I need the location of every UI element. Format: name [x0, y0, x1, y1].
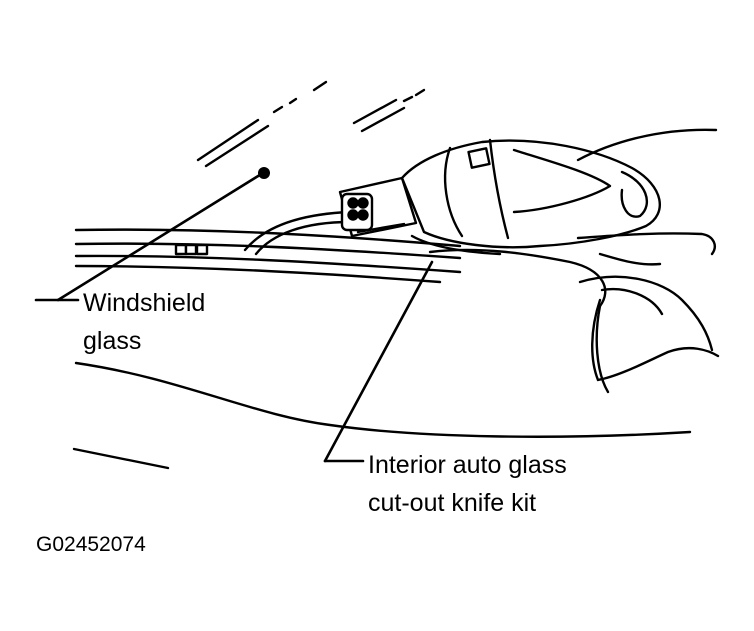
dashboard-lower-edge: [72, 447, 170, 470]
knife-kit-leader-line: [323, 260, 434, 463]
knife-kit-callout: Interior auto glass cut-out knife kit: [368, 446, 567, 522]
hand-icon: [428, 128, 720, 394]
windshield-leader-dot: [258, 167, 270, 179]
knife-kit-callout-line-2: cut-out knife kit: [368, 489, 537, 517]
windshield-leader-line: [56, 171, 265, 302]
knife-kit-callout-line-1: Interior auto glass: [368, 451, 567, 479]
dashboard-contour: [74, 361, 692, 438]
windshield-glass-callout: Windshield glass: [83, 284, 205, 360]
windshield-callout-line-2: glass: [83, 327, 142, 355]
glass-reflection-marks: [196, 80, 426, 168]
power-cord-inner: [254, 220, 352, 256]
cut-out-knife-tool-icon: [338, 138, 661, 256]
windshield-callout-line-1: Windshield: [83, 289, 206, 317]
power-cord: [243, 210, 352, 252]
windshield-glass-edge: [74, 228, 462, 284]
figure-id: G02452074: [36, 533, 146, 556]
